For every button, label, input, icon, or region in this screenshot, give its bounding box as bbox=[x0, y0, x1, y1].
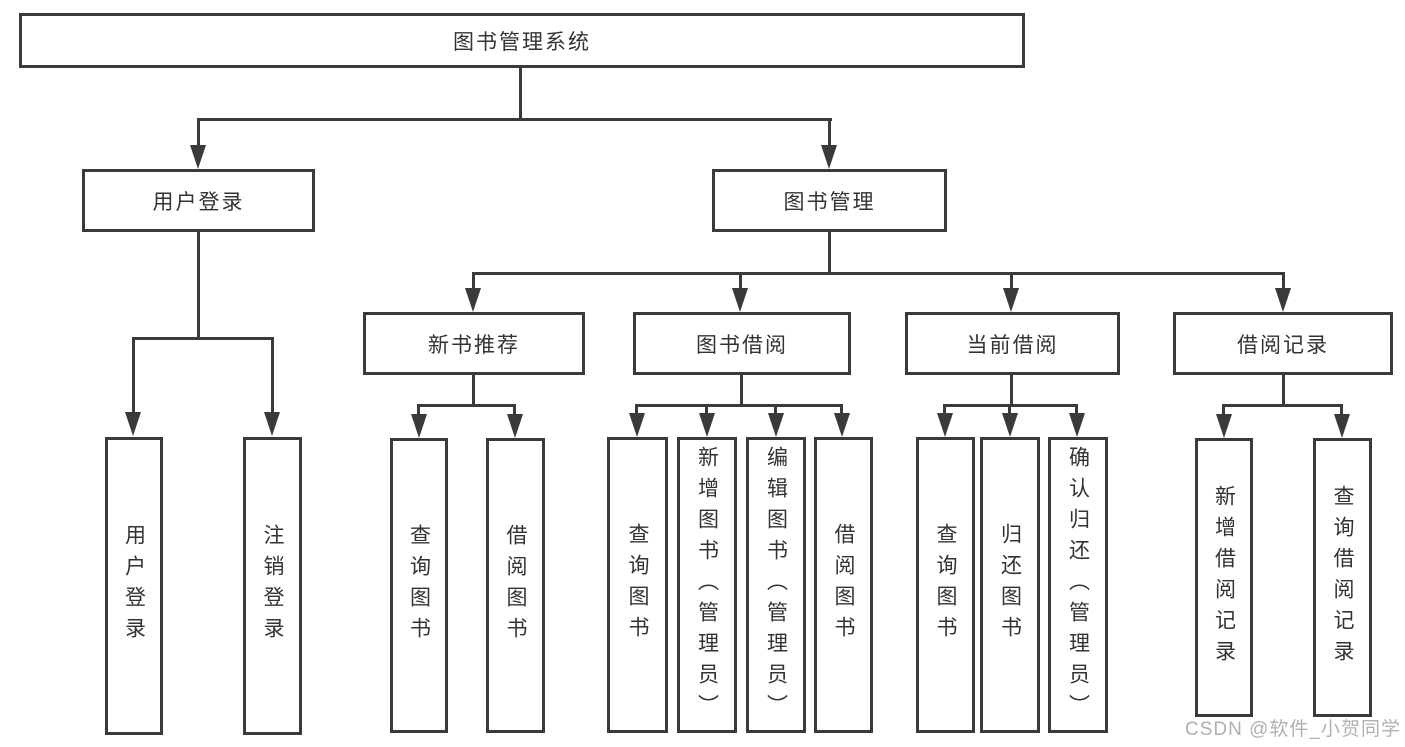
node-new-book-recommend: 新书推荐 bbox=[363, 312, 585, 375]
leaf-label: 新增图书（管理员） bbox=[695, 445, 719, 725]
connector-line bbox=[1282, 272, 1285, 288]
arrow-down-icon bbox=[699, 413, 715, 437]
arrow-down-icon bbox=[834, 413, 850, 437]
connector-line bbox=[828, 118, 831, 147]
node-book-management: 图书管理 bbox=[712, 169, 947, 232]
arrow-down-icon bbox=[465, 288, 481, 312]
connector-line bbox=[472, 272, 475, 288]
connector-line bbox=[635, 404, 638, 413]
connector-line bbox=[472, 272, 1284, 275]
node-current-borrow: 当前借阅 bbox=[905, 312, 1120, 375]
connector-line bbox=[271, 337, 274, 412]
connector-line bbox=[740, 375, 743, 406]
leaf-query-borrow-record: 查询借阅记录 bbox=[1313, 438, 1372, 717]
leaf-query-book-borrow: 查询图书 bbox=[607, 437, 668, 733]
leaf-label: 借阅图书 bbox=[832, 523, 855, 647]
arrow-down-icon bbox=[507, 414, 523, 438]
leaf-query-book-current: 查询图书 bbox=[916, 437, 975, 733]
node-book-borrow: 图书借阅 bbox=[633, 312, 851, 375]
arrow-down-icon bbox=[190, 145, 206, 169]
connector-line bbox=[705, 404, 708, 413]
arrow-down-icon bbox=[1216, 414, 1232, 438]
connector-line bbox=[417, 404, 516, 407]
connector-line bbox=[1222, 404, 1225, 414]
connector-line bbox=[519, 68, 522, 120]
leaf-label: 查询图书 bbox=[407, 523, 431, 648]
connector-line bbox=[739, 272, 742, 288]
leaf-label: 新增借阅记录 bbox=[1212, 484, 1236, 671]
arrow-down-icon bbox=[1069, 413, 1085, 437]
arrow-down-icon bbox=[411, 414, 427, 438]
connector-line bbox=[1222, 404, 1343, 407]
leaf-return-book: 归还图书 bbox=[980, 437, 1040, 733]
arrow-down-icon bbox=[264, 412, 280, 436]
arrow-down-icon bbox=[1334, 414, 1350, 438]
node-label: 新书推荐 bbox=[428, 333, 520, 357]
node-label: 当前借阅 bbox=[966, 333, 1059, 357]
connector-line bbox=[1010, 375, 1013, 406]
node-library-management-system: 图书管理系统 bbox=[19, 13, 1025, 68]
connector-line bbox=[1075, 404, 1078, 413]
connector-line bbox=[1340, 404, 1343, 414]
leaf-user-login: 用户登录 bbox=[105, 437, 163, 735]
connector-line bbox=[132, 337, 135, 412]
leaf-borrow-book: 借阅图书 bbox=[814, 437, 873, 733]
connector-line bbox=[472, 375, 475, 406]
connector-line bbox=[840, 404, 843, 413]
connector-line bbox=[635, 404, 843, 407]
node-label: 借阅记录 bbox=[1237, 333, 1329, 357]
node-label: 用户登录 bbox=[152, 190, 245, 214]
connector-line bbox=[1282, 375, 1285, 406]
leaf-label: 编辑图书（管理员） bbox=[764, 445, 788, 725]
arrow-down-icon bbox=[768, 413, 784, 437]
leaf-label: 归还图书 bbox=[998, 523, 1022, 647]
leaf-label: 确认归还（管理员） bbox=[1066, 445, 1090, 725]
leaf-label: 查询图书 bbox=[934, 523, 957, 647]
connector-line bbox=[417, 404, 420, 414]
leaf-label: 注销登录 bbox=[261, 524, 284, 648]
leaf-add-book-admin: 新增图书（管理员） bbox=[677, 437, 737, 733]
arrow-down-icon bbox=[1002, 413, 1018, 437]
arrow-down-icon bbox=[732, 288, 748, 312]
arrow-down-icon bbox=[1003, 288, 1019, 312]
connector-line bbox=[774, 404, 777, 413]
connector-line bbox=[1010, 272, 1013, 288]
leaf-label: 借阅图书 bbox=[504, 523, 527, 648]
leaf-edit-book-admin: 编辑图书（管理员） bbox=[746, 437, 806, 733]
leaf-logout: 注销登录 bbox=[243, 437, 302, 735]
connector-line bbox=[197, 118, 832, 121]
node-borrow-record: 借阅记录 bbox=[1173, 312, 1393, 375]
connector-line bbox=[828, 232, 831, 274]
arrow-down-icon bbox=[821, 145, 837, 169]
leaf-label: 查询图书 bbox=[626, 523, 649, 647]
node-label: 图书管理 bbox=[783, 190, 876, 214]
arrow-down-icon bbox=[125, 412, 141, 436]
arrow-down-icon bbox=[937, 413, 953, 437]
node-user-login: 用户登录 bbox=[82, 169, 315, 232]
watermark-text: CSDN @软件_小贺同学 bbox=[1185, 719, 1401, 740]
arrow-down-icon bbox=[1275, 288, 1291, 312]
connector-line bbox=[513, 404, 516, 414]
connector-line bbox=[197, 232, 200, 339]
connector-line bbox=[943, 404, 946, 413]
arrow-down-icon bbox=[629, 413, 645, 437]
leaf-add-borrow-record: 新增借阅记录 bbox=[1195, 438, 1253, 717]
leaf-label: 查询借阅记录 bbox=[1331, 484, 1354, 671]
leaf-borrow-book-recommend: 借阅图书 bbox=[486, 438, 545, 733]
leaf-query-book-recommend: 查询图书 bbox=[390, 438, 448, 733]
leaf-confirm-return-admin: 确认归还（管理员） bbox=[1048, 437, 1108, 733]
connector-line bbox=[132, 337, 274, 340]
leaf-label: 用户登录 bbox=[122, 524, 146, 648]
node-label: 图书管理系统 bbox=[453, 30, 591, 54]
connector-line bbox=[197, 118, 200, 147]
node-label: 图书借阅 bbox=[696, 333, 788, 357]
connector-line bbox=[1008, 404, 1011, 413]
